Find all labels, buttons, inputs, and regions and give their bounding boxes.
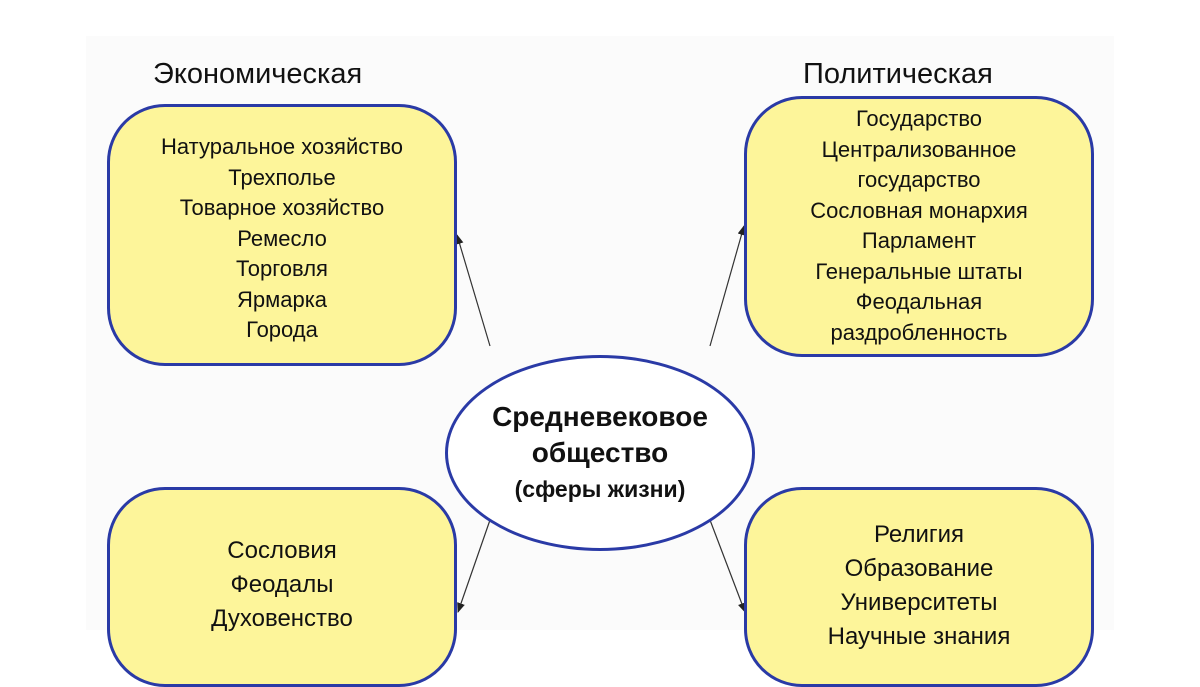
center-title-line2: общество bbox=[531, 437, 669, 468]
connector-arrows bbox=[455, 225, 746, 613]
center-ellipse: Средневековое общество (сферы жизни) bbox=[445, 355, 755, 551]
economic-item: Ярмарка bbox=[236, 286, 328, 312]
arrow-to-political bbox=[709, 225, 746, 347]
economic-item: Товарное хозяйство bbox=[179, 195, 385, 220]
arrow-to-spiritual bbox=[709, 519, 746, 613]
political-item: раздробленность bbox=[830, 319, 1008, 345]
political-item: Генеральные штаты bbox=[815, 258, 1023, 284]
political-heading: Политическая bbox=[803, 58, 993, 90]
economic-heading: Экономическая bbox=[153, 58, 363, 90]
economic-item: Натуральное хозяйство bbox=[161, 134, 403, 159]
political-item: Государство bbox=[855, 106, 982, 131]
economic-item: Торговля bbox=[236, 256, 328, 281]
economic-item: Ремесло bbox=[237, 225, 327, 251]
political-item: Парламент bbox=[861, 228, 977, 253]
social-item: Феодалы bbox=[230, 571, 334, 598]
spiritual-item: Университеты bbox=[840, 589, 998, 616]
social-item: Сословия bbox=[227, 537, 337, 564]
political-item: Сословная монархия bbox=[810, 197, 1028, 223]
political-item: Централизованное bbox=[821, 136, 1017, 162]
social-item: Духовенство bbox=[211, 605, 353, 632]
economic-item: Города bbox=[246, 317, 318, 342]
political-item: государство bbox=[857, 167, 981, 192]
arrow-to-economic bbox=[455, 234, 491, 347]
spiritual-item: Научные знания bbox=[827, 623, 1011, 650]
political-item: Феодальная bbox=[855, 289, 983, 314]
arrow-to-social bbox=[457, 519, 491, 613]
center-subtitle: (сферы жизни) bbox=[514, 476, 686, 502]
spiritual-item: Образование bbox=[844, 555, 994, 582]
spiritual-item: Религия bbox=[873, 521, 965, 548]
economic-item: Трехполье bbox=[228, 164, 336, 190]
center-title-line1: Средневековое bbox=[492, 401, 708, 432]
